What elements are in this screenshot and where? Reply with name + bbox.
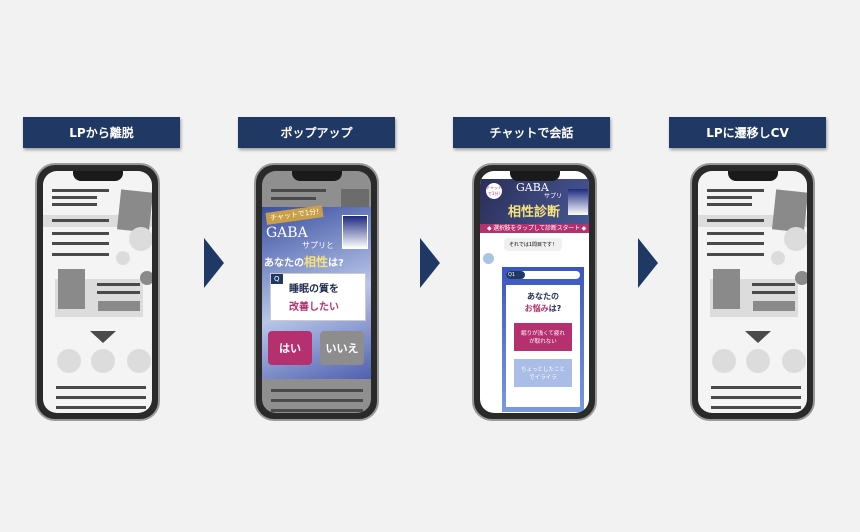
phone-chat: チャットで1分! GABA サプリ 相性診断 ◆ 選択肢をタップして診断スタート… [472, 163, 597, 421]
chat-bubble: それでは1問目です！ [504, 238, 563, 251]
question-line-2: お悩みは? [524, 304, 562, 313]
popup-modal[interactable]: チャットで1分! GABA サプリと あなたの相性は? Q 睡眠の質を 改善した… [262, 205, 371, 379]
question-card: あなたの お悩みは? 眠りが浅くて疲れが取れない ちょっとしたことでイライラ [506, 285, 580, 407]
option-button-2[interactable]: ちょっとしたことでイライラ [514, 359, 572, 387]
arrow-right-icon [420, 238, 440, 288]
phone-lp-exit [35, 163, 160, 421]
chat-brand-sub: サプリ [544, 193, 563, 200]
question-line-1: あなたの [527, 292, 559, 301]
step-label-4: LPに遷移しCV [669, 117, 826, 148]
step-label-3: チャットで会話 [453, 117, 610, 148]
arrow-right-icon [638, 238, 658, 288]
chat-header: チャットで1分! GABA サプリ 相性診断 ◆ 選択肢をタップして診断スタート… [480, 179, 589, 233]
wireframe-lp [698, 171, 807, 413]
yes-button[interactable]: はい [268, 331, 312, 365]
wireframe-lp [43, 171, 152, 413]
question-line-1: 睡眠の質を [289, 284, 339, 295]
chat-badge: チャットで1分! [486, 183, 502, 199]
step-label-1: LPから離脱 [23, 117, 180, 148]
chat-title: 相性診断 [508, 205, 561, 220]
phone-lp-cv [690, 163, 815, 421]
chat-brand: GABA [516, 181, 549, 194]
step-label-2: ポップアップ [238, 117, 395, 148]
popup-brand: GABA [266, 225, 308, 241]
phone-popup: チャットで1分! GABA サプリと あなたの相性は? Q 睡眠の質を 改善した… [254, 163, 379, 421]
no-button[interactable]: いいえ [320, 331, 364, 365]
progress-bar: Q1 [506, 271, 580, 279]
popup-badge: チャットで1分! [265, 205, 324, 225]
product-image [568, 189, 588, 215]
arrow-right-icon [204, 238, 224, 288]
question-line-2: 改善したい [289, 302, 339, 313]
chat-banner: ◆ 選択肢をタップして診断スタート ◆ [480, 224, 589, 233]
question-panel: Q1 あなたの お悩みは? 眠りが浅くて疲れが取れない ちょっとしたことでイライ… [502, 267, 584, 412]
product-image [342, 215, 368, 249]
chat-screen: チャットで1分! GABA サプリ 相性診断 ◆ 選択肢をタップして診断スタート… [480, 171, 589, 413]
question-card: Q 睡眠の質を 改善したい [270, 273, 366, 321]
q-mark: Q [271, 274, 283, 284]
popup-brand-sub: サプリと [302, 241, 334, 250]
popup-screen: チャットで1分! GABA サプリと あなたの相性は? Q 睡眠の質を 改善した… [262, 171, 371, 413]
popup-headline: あなたの相性は? [264, 255, 344, 269]
option-button-1[interactable]: 眠りが浅くて疲れが取れない [514, 323, 572, 351]
avatar [483, 253, 494, 264]
